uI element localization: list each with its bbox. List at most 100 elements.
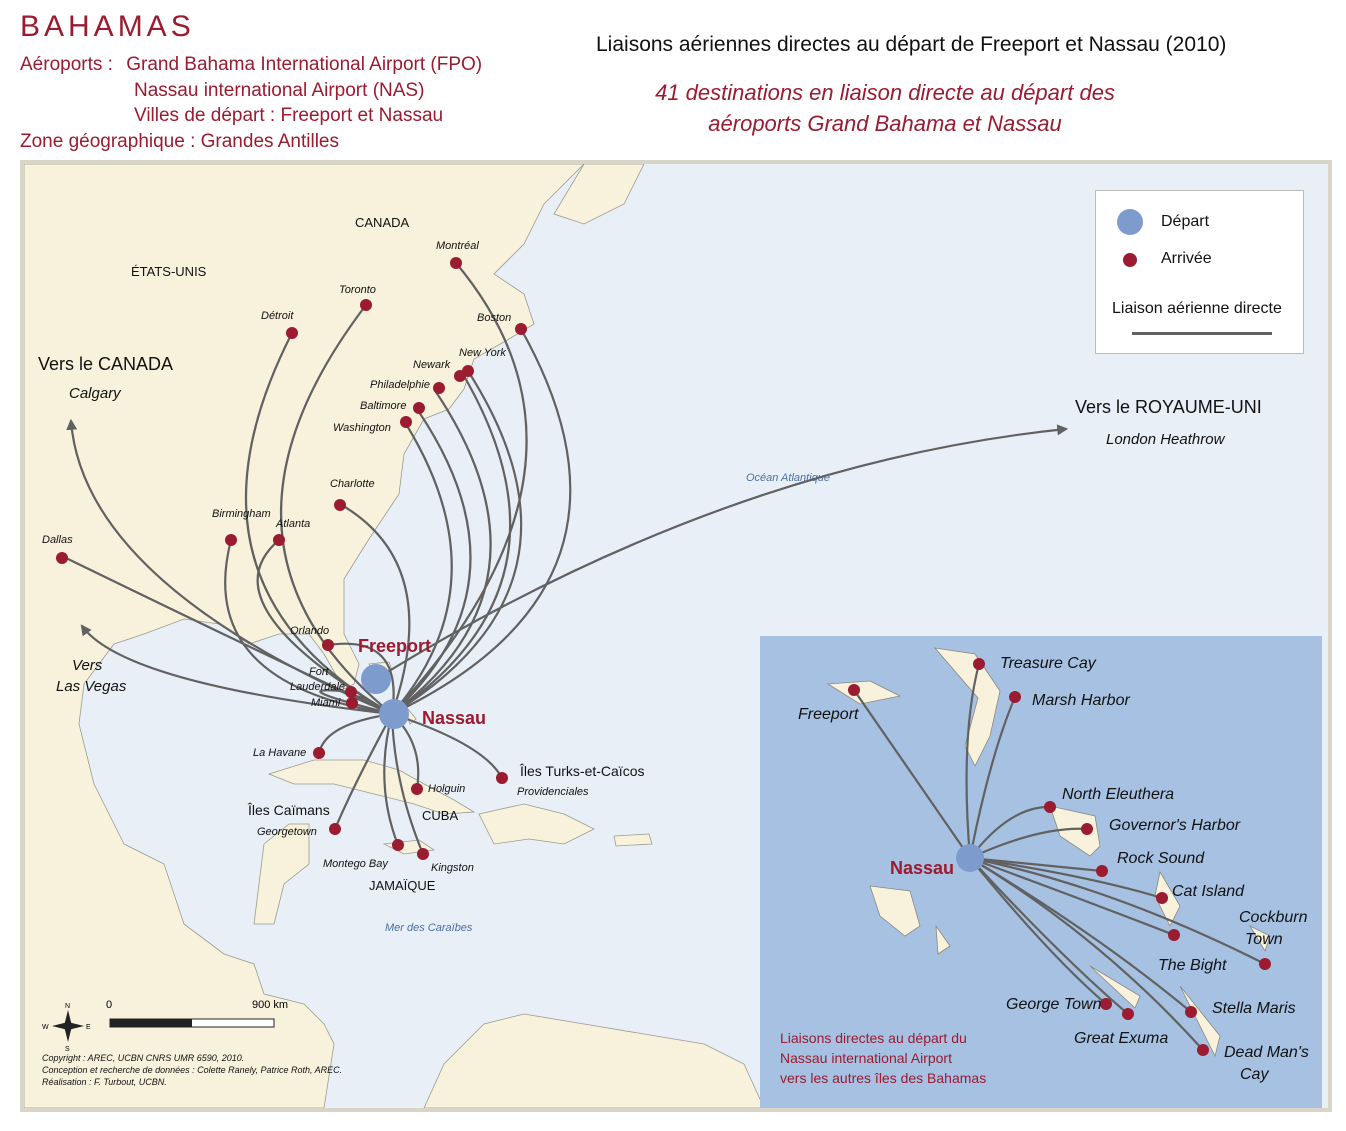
inset-nassau-label: Nassau <box>890 858 954 878</box>
fort-label: Fort <box>309 666 330 678</box>
cuba-land <box>267 759 476 815</box>
hispaniola-land <box>478 803 595 845</box>
washington-label: Washington <box>333 422 391 434</box>
puerto-rico-land <box>613 833 653 847</box>
las-vegas-label: Las Vegas <box>56 678 127 695</box>
airport-1: Grand Bahama International Airport (FPO) <box>126 54 483 75</box>
map-title: Liaisons aériennes directes au départ de… <box>596 33 1227 56</box>
miami-label: Miami <box>311 697 341 709</box>
cuba-label: CUBA <box>422 808 458 823</box>
svg-text:W: W <box>42 1024 49 1031</box>
george-town-label: George Town <box>1006 996 1102 1013</box>
providenciales-label: Providenciales <box>517 786 589 798</box>
dallas-label: Dallas <box>42 534 73 546</box>
holguin-label: Holguin <box>428 783 465 795</box>
bahamas-inset: Nassau Freeport Treasure Cay Marsh Harbo… <box>760 636 1322 1108</box>
nassau-hub <box>379 699 409 729</box>
airports-label: Aéroports : <box>20 54 113 75</box>
nassau-label: Nassau <box>422 708 486 728</box>
map-svg: CANADA ÉTATS-UNIS CUBA JAMAÏQUE Océan At… <box>24 164 1262 1108</box>
jamaica-label: JAMAÏQUE <box>369 878 436 893</box>
baltimore-label: Baltimore <box>360 400 406 412</box>
north-eleuthera-label: North Eleuthera <box>1062 786 1174 803</box>
legend-route: Liaison aérienne directe <box>1112 300 1282 317</box>
central-america-land <box>253 823 310 925</box>
calgary-label: Calgary <box>69 385 122 402</box>
town-label: Town <box>1245 931 1283 948</box>
montreal-label: Montréal <box>436 240 479 252</box>
cockburn-label: Cockburn <box>1239 909 1308 926</box>
vers-label: Vers <box>72 657 103 674</box>
birmingham-label: Birmingham <box>212 508 271 520</box>
boston-label: Boston <box>477 312 511 324</box>
compass-icon: N S E W <box>42 1003 91 1053</box>
canada-label: CANADA <box>355 215 410 230</box>
legend-departure: Départ <box>1161 213 1210 230</box>
inset-freeport-label: Freeport <box>798 706 859 723</box>
freeport-label: Freeport <box>358 636 431 656</box>
maritimes-land <box>553 164 645 225</box>
svg-text:N: N <box>65 1003 70 1010</box>
orlando-label: Orlando <box>290 625 329 637</box>
stella-maris-label: Stella Maris <box>1212 1000 1296 1017</box>
heathrow-label: London Heathrow <box>1106 431 1226 448</box>
subtitle-line-2: aéroports Grand Bahama et Nassau <box>708 111 1062 136</box>
country-title: BAHAMAS <box>20 10 195 43</box>
inset-nassau-hub <box>956 844 984 872</box>
marsh-harbor-label: Marsh Harbor <box>1032 692 1130 709</box>
usa-label: ÉTATS-UNIS <box>131 264 207 279</box>
svg-text:E: E <box>86 1024 91 1031</box>
inset-routes <box>853 663 1266 1051</box>
inset-caption-3: vers les autres îles des Bahamas <box>780 1070 986 1086</box>
inset-caption-1: Liaisons directes au départ du <box>780 1030 967 1046</box>
caymans-label: Îles Caïmans <box>247 802 330 818</box>
great-exuma-label: Great Exuma <box>1074 1030 1168 1047</box>
subtitle-line-1: 41 destinations en liaison directe au dé… <box>655 80 1115 105</box>
legend-arrival: Arrivée <box>1161 250 1212 267</box>
airports-line-1: Aéroports : Grand Bahama International A… <box>20 54 482 76</box>
governors-harbor-label: Governor's Harbor <box>1109 817 1241 834</box>
newark-label: Newark <box>413 359 451 371</box>
route-legend-line <box>1132 332 1272 335</box>
philadelphia-label: Philadelphie <box>370 379 430 391</box>
arrival-legend-icon <box>1123 253 1137 267</box>
lauderdale-label: Lauderdale <box>290 681 345 693</box>
airport-2: Nassau international Airport (NAS) <box>134 80 425 101</box>
montego-bay-label: Montego Bay <box>323 858 389 870</box>
treasure-cay-label: Treasure Cay <box>1000 655 1097 672</box>
inset-islands <box>826 647 1271 1058</box>
departure-cities: Villes de départ : Freeport et Nassau <box>134 105 444 126</box>
the-bight-label: The Bight <box>1158 957 1227 974</box>
cay-label: Cay <box>1240 1066 1269 1083</box>
kingston-label: Kingston <box>431 862 474 874</box>
credits: Copyright : AREC, UCBN CNRS UMR 6590, 20… <box>42 1053 343 1087</box>
freeport-hub <box>361 664 391 694</box>
arrival-dots <box>56 257 527 860</box>
dead-mans-label: Dead Man's <box>1224 1044 1309 1061</box>
south-america-land <box>423 1013 765 1108</box>
atlanta-label: Atlanta <box>275 518 310 530</box>
inset-svg: Nassau Freeport Treasure Cay Marsh Harbo… <box>780 647 1309 1086</box>
newyork-label: New York <box>459 347 506 359</box>
departure-legend-icon <box>1117 209 1143 235</box>
caribbean-label: Mer des Caraïbes <box>385 922 473 934</box>
georgetown-label: Georgetown <box>257 826 317 838</box>
havana-label: La Havane <box>253 747 306 759</box>
inset-caption-2: Nassau international Airport <box>780 1050 952 1066</box>
geographic-zone: Zone géographique : Grandes Antilles <box>20 131 339 152</box>
svg-text:900 km: 900 km <box>252 999 288 1011</box>
svg-text:0: 0 <box>106 999 112 1011</box>
legend: Départ Arrivée Liaison aérienne directe <box>1095 190 1304 354</box>
cat-island-label: Cat Island <box>1172 883 1245 900</box>
scale-bar: 0 900 km <box>106 999 288 1028</box>
detroit-label: Détroit <box>261 310 294 322</box>
turks-label: Îles Turks-et-Caïcos <box>519 763 644 779</box>
svg-text:S: S <box>65 1046 70 1053</box>
to-uk-label: Vers le ROYAUME-UNI <box>1075 397 1262 417</box>
rock-sound-label: Rock Sound <box>1117 850 1205 867</box>
main-map: CANADA ÉTATS-UNIS CUBA JAMAÏQUE Océan At… <box>20 160 1332 1112</box>
charlotte-label: Charlotte <box>330 478 375 490</box>
to-canada-label: Vers le CANADA <box>38 354 173 374</box>
toronto-label: Toronto <box>339 284 376 296</box>
north-america-land <box>24 164 585 1108</box>
